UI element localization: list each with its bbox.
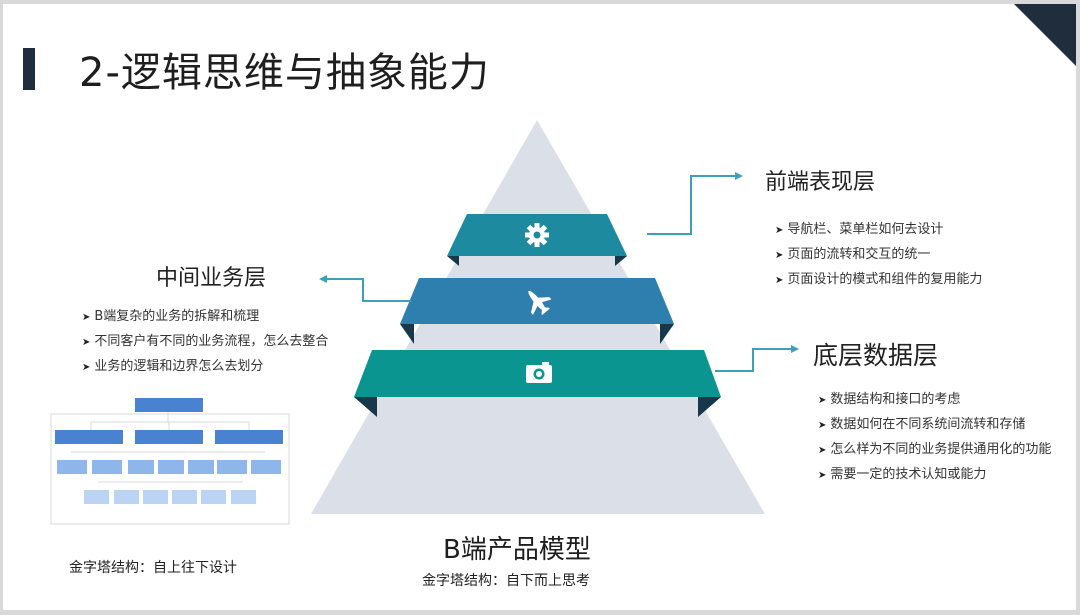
connector-frontend <box>647 175 737 235</box>
corner-triangle <box>1014 4 1076 66</box>
bullets-business: B端复杂的业务的拆解和梳理 不同客户有不同的业务流程，怎么去整合 业务的逻辑和边… <box>82 305 328 380</box>
pyramid-diagram <box>50 120 799 525</box>
bullet-item: 页面设计的模式和组件的复用能力 <box>775 268 982 293</box>
bullet-item: 怎么样为不同的业务提供通用化的功能 <box>818 438 1051 463</box>
title-accent-bar <box>23 48 35 90</box>
camera-icon <box>526 362 552 383</box>
bullet-item: 数据如何在不同系统间流转和存储 <box>818 413 1051 438</box>
bottom-up-caption: 金字塔结构：自下而上思考 <box>422 573 590 589</box>
connector-business <box>325 278 411 302</box>
bullet-item: 导航栏、菜单栏如何去设计 <box>775 218 982 243</box>
pyramid-caption: B端产品模型 <box>443 535 591 565</box>
tree-diagram <box>50 398 290 525</box>
layer-title-frontend: 前端表现层 <box>765 170 876 195</box>
gear-icon <box>525 223 549 247</box>
top-down-caption: 金字塔结构：自上往下设计 <box>69 560 237 576</box>
bullet-item: 页面的流转和交互的统一 <box>775 243 982 268</box>
slide-title: 2-逻辑思维与抽象能力 <box>79 50 490 96</box>
bullets-data: 数据结构和接口的考虑 数据如何在不同系统间流转和存储 怎么样为不同的业务提供通用… <box>818 388 1051 488</box>
slide: 2-逻辑思维与抽象能力 <box>3 4 1076 610</box>
bullets-frontend: 导航栏、菜单栏如何去设计 页面的流转和交互的统一 页面设计的模式和组件的复用能力 <box>775 218 982 293</box>
layer-title-data: 底层数据层 <box>813 341 939 370</box>
bullet-item: 不同客户有不同的业务流程，怎么去整合 <box>82 330 328 355</box>
bullet-item: 需要一定的技术认知或能力 <box>818 463 1051 488</box>
bullet-item: B端复杂的业务的拆解和梳理 <box>82 305 328 330</box>
connector-data <box>715 348 793 372</box>
bullet-item: 数据结构和接口的考虑 <box>818 388 1051 413</box>
airplane-icon <box>528 290 552 315</box>
bullet-item: 业务的逻辑和边界怎么去划分 <box>82 355 328 380</box>
layer-title-business: 中间业务层 <box>156 266 267 291</box>
